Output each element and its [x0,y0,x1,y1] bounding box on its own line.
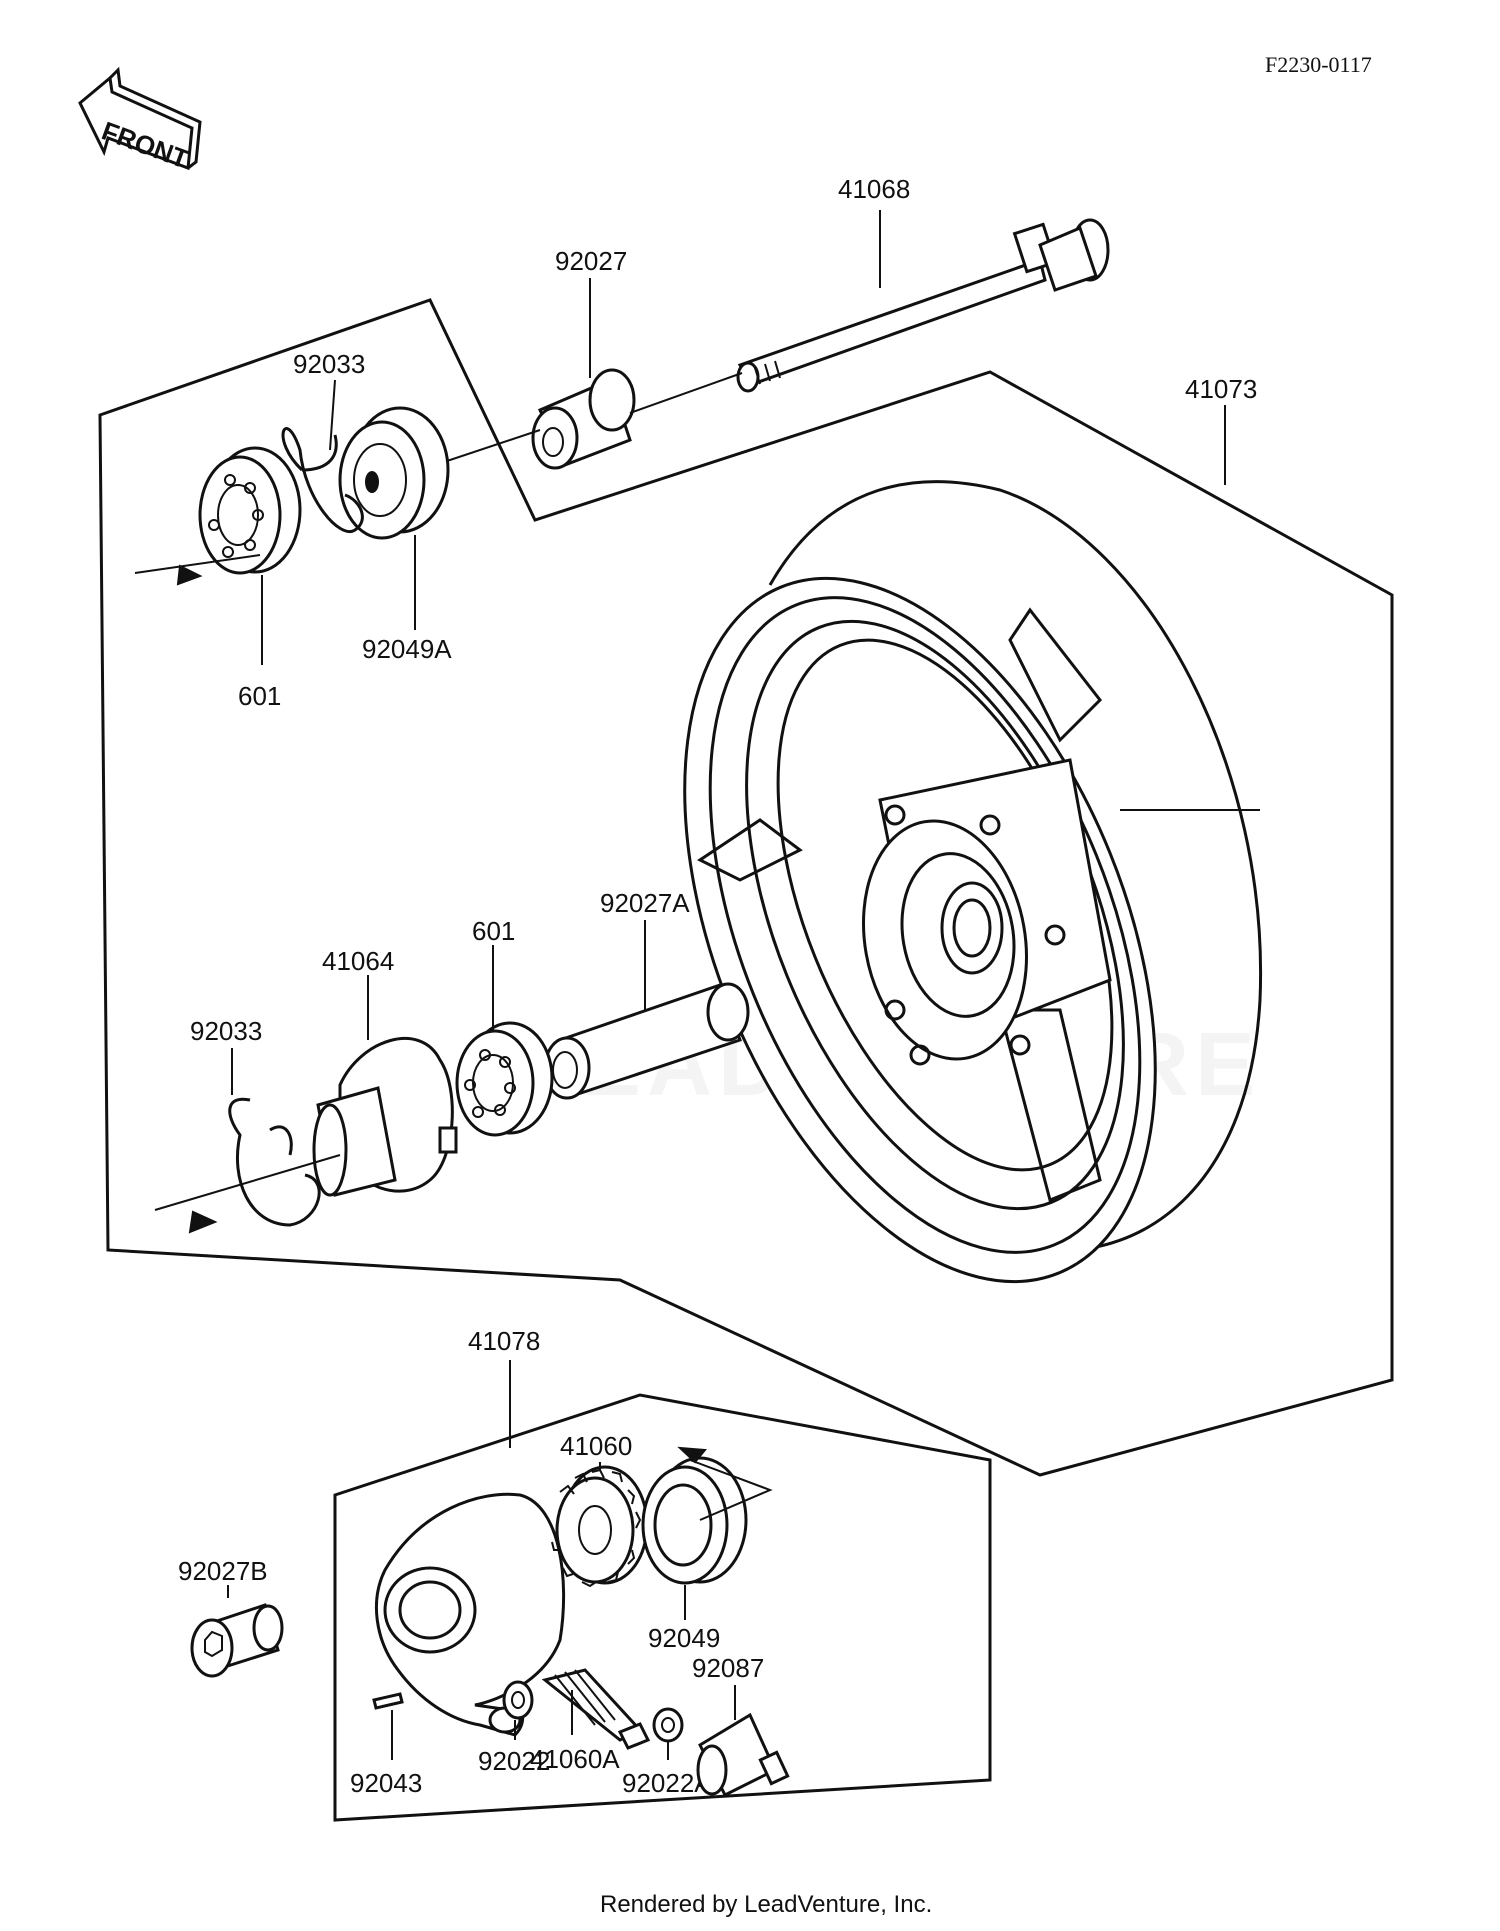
fitting-92087 [696,1685,790,1798]
part-92049A-label: 92049A [362,634,452,664]
seal-92049 [641,1456,748,1620]
gearbox-housing [374,1492,566,1737]
part-41073-label: 41073 [1185,374,1257,404]
collar-41064 [312,975,458,1197]
gear-41060 [551,1462,649,1588]
part-92033-mid-label: 92033 [190,1016,262,1046]
spacer-92027A [543,920,750,1100]
part-92033-top-label: 92033 [293,349,365,379]
part-41064-label: 41064 [322,946,394,976]
arrow-head-mid-icon [188,1210,218,1234]
assembly-outline [98,298,1394,1477]
pin-92043 [372,1692,404,1760]
part-92027B-label: 92027B [178,1556,268,1586]
bearing-601-top [198,446,302,665]
axle-centerline [629,372,743,414]
part-601-top-label: 601 [238,681,281,711]
part-41060-label: 41060 [560,1431,632,1461]
part-92049-label: 92049 [648,1623,720,1653]
part-92043-label: 92043 [350,1768,422,1798]
arrow-head-top-icon [176,564,203,586]
part-41078-label: 41078 [468,1326,540,1356]
footer-credit: Rendered by LeadVenture, Inc. [600,1891,932,1918]
bushing-92027B [190,1585,284,1678]
arrow-line-top [134,554,261,574]
washer-92022 [502,1680,534,1740]
part-92022-label: 92022 [478,1746,550,1776]
part-601-mid-label: 601 [472,916,515,946]
circlip-92033-top [281,379,364,533]
wheel-41073 [683,415,1263,1284]
part-92087-label: 92087 [692,1653,764,1683]
part-41060A-label: 41060A [530,1744,620,1774]
part-41068-label: 41068 [838,174,910,204]
bearing-601-mid [455,945,554,1137]
sub-assembly-outline [333,1393,992,1822]
front-arrow-icon: FRONT [78,66,202,174]
washer-92022A [652,1707,684,1760]
part-92027-label: 92027 [555,246,627,276]
shaft-41060A [541,1668,651,1750]
arrow-line-right [689,1459,773,1521]
reference-code: F2230-0117 [1265,52,1372,77]
spacer-92027 [531,278,636,470]
arrow-head-right-icon [677,1446,708,1464]
circlip-92033-mid [228,1048,321,1227]
bearing-92049A [338,406,450,630]
part-92027A-label: 92027A [600,888,690,918]
front-label: FRONT [98,115,193,174]
axle-41068 [736,210,1110,393]
arrow-line-mid [154,1154,341,1211]
